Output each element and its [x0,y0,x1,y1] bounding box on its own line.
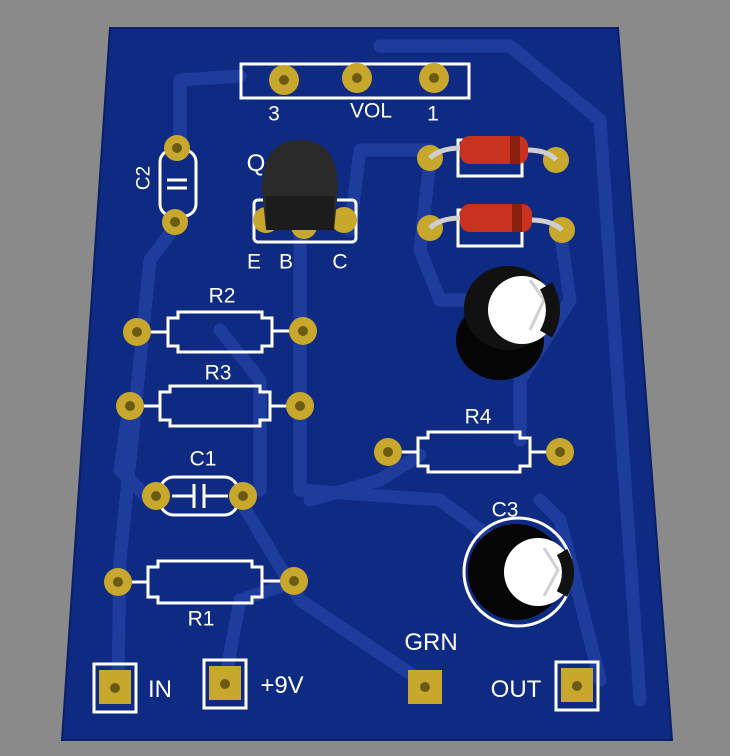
r2-label: R2 [208,284,236,308]
r1-resistor [104,559,308,605]
collector-label: C [332,250,348,274]
r3-label: R3 [204,361,232,385]
c3-label: C3 [491,498,519,522]
vol-connector-label: VOL [349,99,393,123]
diode-lower [417,204,575,248]
base-label: B [278,250,294,274]
c2-label: C2 [133,165,155,191]
electrolytic-capacitor-upper [456,266,560,380]
c2-capacitor [158,135,198,235]
r4-label: R4 [464,405,492,429]
terminal-pads [92,658,600,714]
grn-terminal-label: GRN [404,629,458,656]
plus9v-terminal-label: +9V [260,672,304,699]
copper-traces [111,39,647,707]
emitter-label: E [246,250,262,274]
r2-resistor [123,310,317,354]
vol-pin-left-label: 3 [268,102,280,126]
out-terminal-label: OUT [490,676,542,703]
r4-resistor [374,430,574,474]
vol-pin-right-label: 1 [427,102,439,126]
transistor-label: Q [246,150,266,177]
c3-electrolytic-capacitor [462,516,574,628]
r3-resistor [116,384,314,428]
transistor-q [252,140,358,244]
vol-pads [269,63,449,95]
board-substrate [60,27,674,741]
c1-capacitor [142,475,257,517]
in-terminal-label: IN [148,676,172,703]
diode-upper [417,136,569,178]
r1-label: R1 [187,607,215,631]
c1-label: C1 [189,447,217,471]
